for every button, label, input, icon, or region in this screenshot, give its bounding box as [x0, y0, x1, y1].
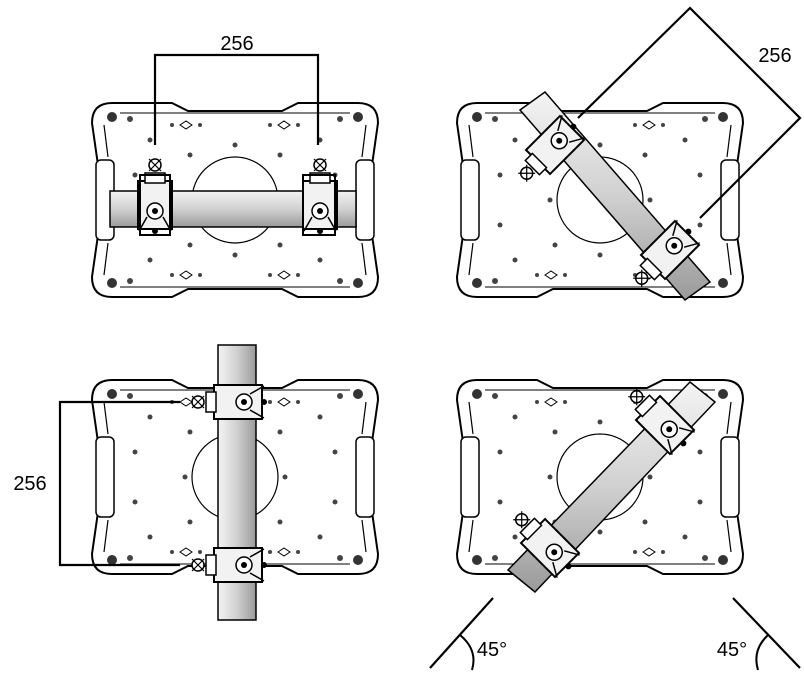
- angle-label-left: 45°: [477, 639, 507, 661]
- view-diagonal-clamp: 256: [456, 6, 802, 302]
- angle-line-left: [429, 597, 494, 669]
- view-horizontal-clamp: 256: [91, 33, 379, 298]
- dimension-label: 256: [758, 45, 791, 67]
- view-vertical-clamp: 256: [13, 344, 379, 621]
- dimension-line: [58, 400, 180, 567]
- view-angled-clamp: 45° 45°: [429, 379, 801, 671]
- angle-arc-left: [459, 634, 475, 671]
- angle-line-right: [732, 597, 801, 669]
- dimension-line: [153, 53, 320, 145]
- dimension-label: 256: [13, 473, 46, 495]
- angle-label-right: 45°: [717, 639, 747, 661]
- dimension-label: 256: [220, 33, 253, 55]
- dimension-line: [577, 6, 802, 219]
- angle-arc-right: [755, 634, 769, 671]
